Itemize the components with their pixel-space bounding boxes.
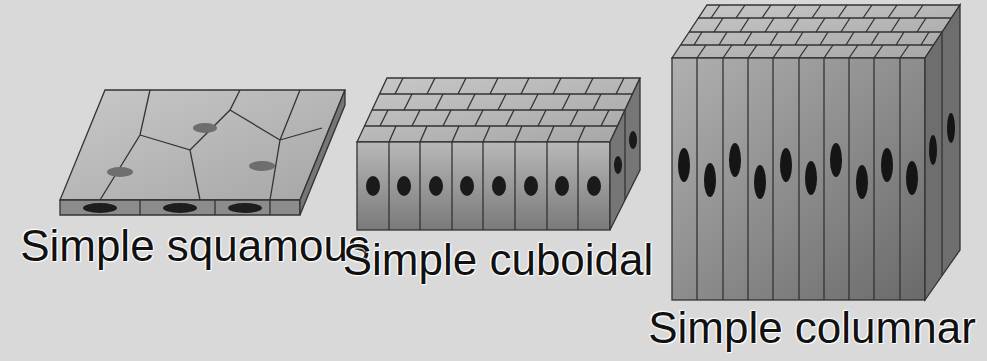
cell-type-label: Simple columnar xyxy=(648,304,976,352)
cell-type-label: Simple cuboidal xyxy=(343,236,654,284)
cuboidal-epithelium xyxy=(357,78,640,230)
columnar-epithelium xyxy=(672,5,960,300)
cell-type-label: Simple squamous xyxy=(20,222,370,270)
squamous-epithelium xyxy=(60,90,345,215)
